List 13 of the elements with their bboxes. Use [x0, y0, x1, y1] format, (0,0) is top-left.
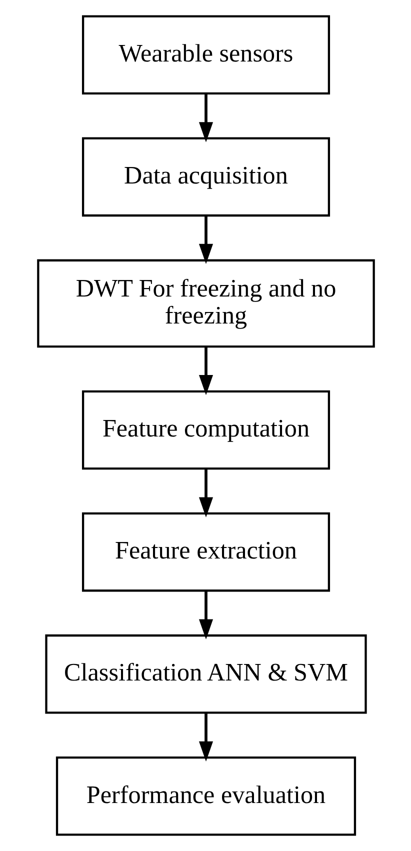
arrow — [198, 590, 213, 640]
arrow — [198, 216, 213, 264]
arrow — [198, 712, 213, 762]
node-box: Feature extraction — [81, 512, 330, 592]
arrow — [198, 468, 213, 518]
arrow — [198, 346, 213, 396]
node-box: Feature computation — [81, 390, 330, 470]
node-box: Data acquisition — [81, 137, 330, 217]
arrow — [198, 93, 213, 142]
node-box: Performance evaluation — [55, 756, 356, 836]
node-box: Classification ANN & SVM — [44, 634, 366, 714]
node-box: DWT For freezing and no freezing — [36, 259, 374, 348]
node-box: Wearable sensors — [81, 15, 330, 95]
